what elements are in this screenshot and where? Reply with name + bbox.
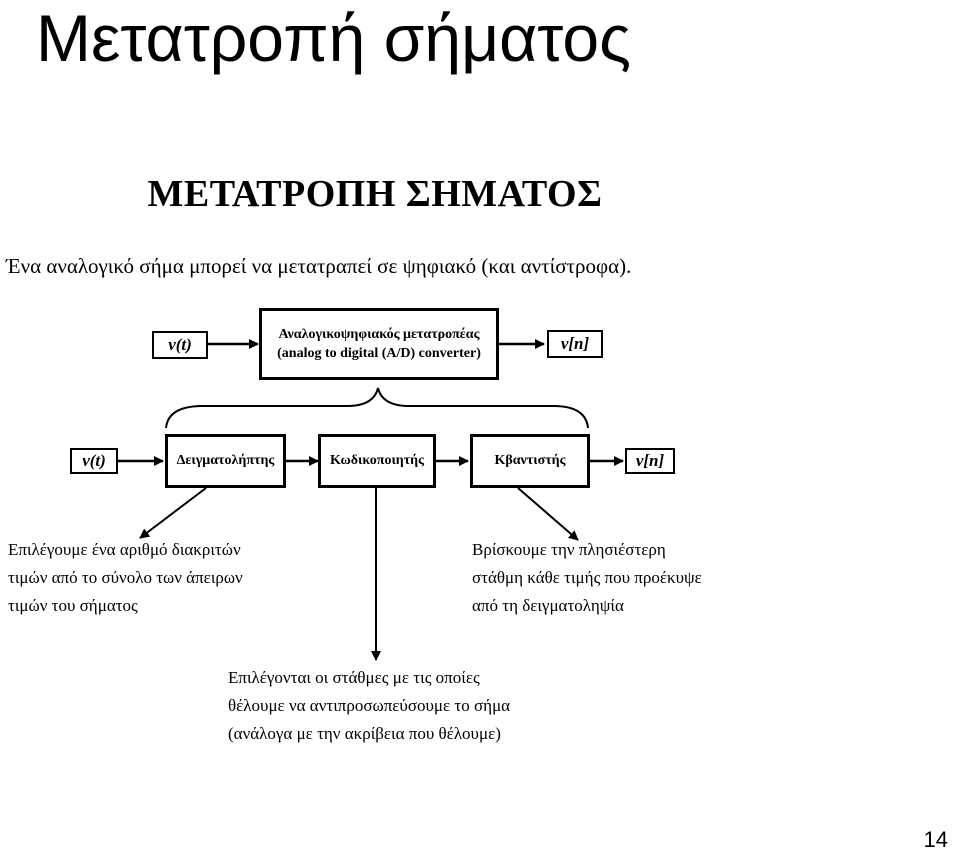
ad-converter-box: Αναλογικοψηφιακός μετατροπέας (analog to…: [259, 308, 499, 380]
top-output-signal-label: v[n]: [560, 334, 590, 353]
encoder-note-line: Επιλέγονται οι στάθμες με τις οποίες: [228, 668, 480, 687]
quantizer-note-line: στάθμη κάθε τιμής που προέκυψε: [472, 568, 702, 587]
top-input-signal-label: v(t): [168, 335, 192, 354]
bottom-output-signal-box: v[n]: [625, 448, 675, 474]
sampler-note-line: τιμών από το σύνολο των άπειρων: [8, 568, 243, 587]
quantizer-note-line: από τη δειγματοληψία: [472, 596, 624, 615]
encoder-box: Κωδικοποιητής: [318, 434, 436, 488]
encoder-label: Κωδικοποιητής: [329, 453, 425, 468]
top-output-signal-box: v[n]: [547, 330, 603, 358]
encoder-note-line: (ανάλογα με την ακρίβεια που θέλουμε): [228, 724, 501, 743]
ad-converter-label-greek: Αναλογικοψηφιακός μετατροπέας: [278, 327, 480, 342]
ad-converter-label-english: (analog to digital (A/D) converter): [277, 346, 481, 361]
bottom-input-signal-label: v(t): [82, 451, 106, 470]
diagram-intro: Ένα αναλογικό σήμα μπορεί να μετατραπεί …: [6, 254, 632, 278]
sampler-note: Επιλέγουμε ένα αριθμό διακριτών τιμών απ…: [8, 536, 243, 620]
quantizer-label: Κβαντιστής: [494, 453, 566, 468]
pointer-quantizer-note: [517, 487, 579, 541]
page-number: 14: [923, 827, 948, 852]
quantizer-note-line: Βρίσκουμε την πλησιέστερη: [472, 540, 666, 559]
pointer-sampler-note: [139, 487, 207, 539]
top-input-signal-box: v(t): [152, 331, 208, 359]
sampler-note-line: τιμών του σήματος: [8, 596, 138, 615]
slide-title: Μετατροπή σήματος: [36, 1, 631, 75]
sampler-label: Δειγματολήπτης: [176, 453, 275, 468]
quantizer-box: Κβαντιστής: [470, 434, 590, 488]
sampler-note-line: Επιλέγουμε ένα αριθμό διακριτών: [8, 540, 241, 559]
encoder-note: Επιλέγονται οι στάθμες με τις οποίες θέλ…: [228, 664, 510, 748]
quantizer-note: Βρίσκουμε την πλησιέστερη στάθμη κάθε τι…: [472, 536, 702, 620]
encoder-note-line: θέλουμε να αντιπροσωπεύσουμε το σήμα: [228, 696, 511, 715]
brace: [165, 387, 589, 429]
bottom-input-signal-box: v(t): [70, 448, 118, 474]
diagram-heading: ΜΕΤΑΤΡΟΠΗ ΣΗΜΑΤΟΣ: [147, 173, 603, 215]
bottom-output-signal-label: v[n]: [635, 451, 665, 470]
sampler-box: Δειγματολήπτης: [165, 434, 286, 488]
